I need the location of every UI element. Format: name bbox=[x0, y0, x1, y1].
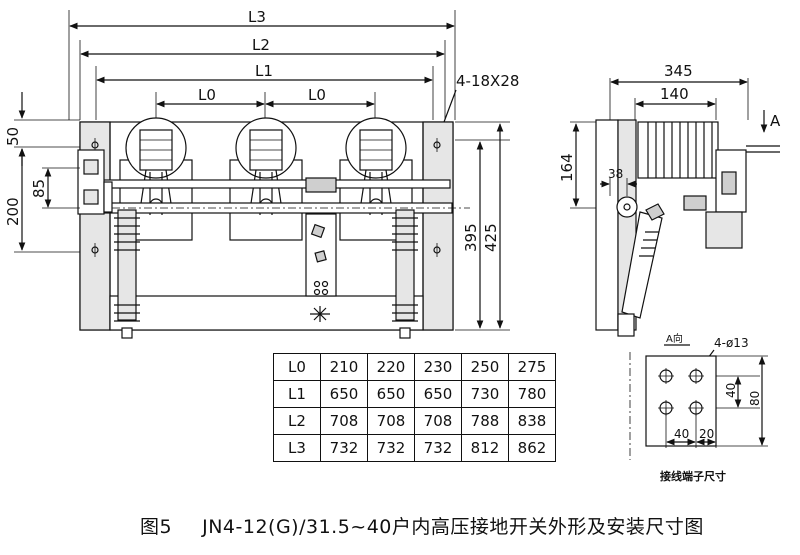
table-cell: 650 bbox=[367, 380, 415, 408]
table-cell: 862 bbox=[508, 434, 556, 462]
dim-40-vertical: 40 bbox=[724, 383, 738, 398]
earthing-blade bbox=[621, 203, 665, 319]
dim-425: 425 bbox=[482, 223, 500, 252]
table-cell: 732 bbox=[320, 434, 368, 462]
dim-L0-left: L0 bbox=[198, 86, 216, 104]
table-cell: 780 bbox=[508, 380, 556, 408]
dim-395: 395 bbox=[462, 223, 480, 252]
dim-200: 200 bbox=[4, 197, 22, 226]
bellows-insulator bbox=[637, 121, 719, 179]
dim-L3: L3 bbox=[248, 8, 266, 26]
side-view: 345 140 164 bbox=[558, 62, 781, 337]
table-cell: 730 bbox=[461, 380, 509, 408]
figure-title: JN4-12(G)/31.5~40户内高压接地开关外形及安装尺寸图 bbox=[202, 516, 704, 538]
holes-label: 4-18X28 bbox=[456, 72, 519, 90]
table-row-label: L1 bbox=[273, 380, 321, 408]
table-cell: 210 bbox=[320, 353, 368, 381]
dim-L2: L2 bbox=[252, 36, 270, 54]
table-row-label: L2 bbox=[273, 407, 321, 435]
table-cell: 708 bbox=[320, 407, 368, 435]
table-cell: 732 bbox=[367, 434, 415, 462]
table-cell: 732 bbox=[414, 434, 462, 462]
dim-50: 50 bbox=[4, 127, 22, 146]
table-row-label: L3 bbox=[273, 434, 321, 462]
front-view: L3 L2 L1 L0 L0 4-18X28 bbox=[4, 8, 519, 339]
table-cell: 650 bbox=[414, 380, 462, 408]
table-cell: 230 bbox=[414, 353, 462, 381]
dim-20: 20 bbox=[699, 427, 714, 441]
figure-caption: 图5 JN4-12(G)/31.5~40户内高压接地开关外形及安装尺寸图 bbox=[140, 512, 704, 539]
table-cell: 708 bbox=[367, 407, 415, 435]
dim-345: 345 bbox=[664, 62, 693, 80]
figure-number: 图5 bbox=[140, 516, 173, 538]
insulator-unit-1 bbox=[119, 117, 193, 241]
right-spring bbox=[392, 209, 418, 339]
dim-80: 80 bbox=[748, 391, 762, 406]
dim-164: 164 bbox=[558, 153, 576, 182]
table-cell: 838 bbox=[508, 407, 556, 435]
terminal-holes-label: 4-ø13 bbox=[714, 336, 749, 350]
mounting-hole bbox=[91, 138, 441, 257]
table-cell: 708 bbox=[414, 407, 462, 435]
table-cell: 275 bbox=[508, 353, 556, 381]
table-cell: 250 bbox=[461, 353, 509, 381]
insulator-unit-2 bbox=[229, 117, 303, 241]
table-cell: 650 bbox=[320, 380, 368, 408]
grounding-plate bbox=[305, 213, 337, 322]
dim-40-horizontal: 40 bbox=[674, 427, 689, 441]
left-spring bbox=[114, 209, 140, 339]
table-cell: 220 bbox=[367, 353, 415, 381]
dim-L0-right: L0 bbox=[308, 86, 326, 104]
terminal-view-title: A向 bbox=[666, 332, 683, 345]
table-row-label: L0 bbox=[273, 353, 321, 381]
terminal-view: A向 4-ø13 40 80 40 20 bbox=[629, 332, 768, 460]
dim-85: 85 bbox=[30, 179, 48, 198]
table-cell: 812 bbox=[461, 434, 509, 462]
table-cell: 788 bbox=[461, 407, 509, 435]
terminal-caption: 接线端子尺寸 bbox=[660, 470, 726, 483]
dim-38: 38 bbox=[608, 167, 623, 181]
dim-L1: L1 bbox=[255, 62, 273, 80]
view-arrow-label: A bbox=[770, 112, 781, 130]
dim-140: 140 bbox=[660, 85, 689, 103]
